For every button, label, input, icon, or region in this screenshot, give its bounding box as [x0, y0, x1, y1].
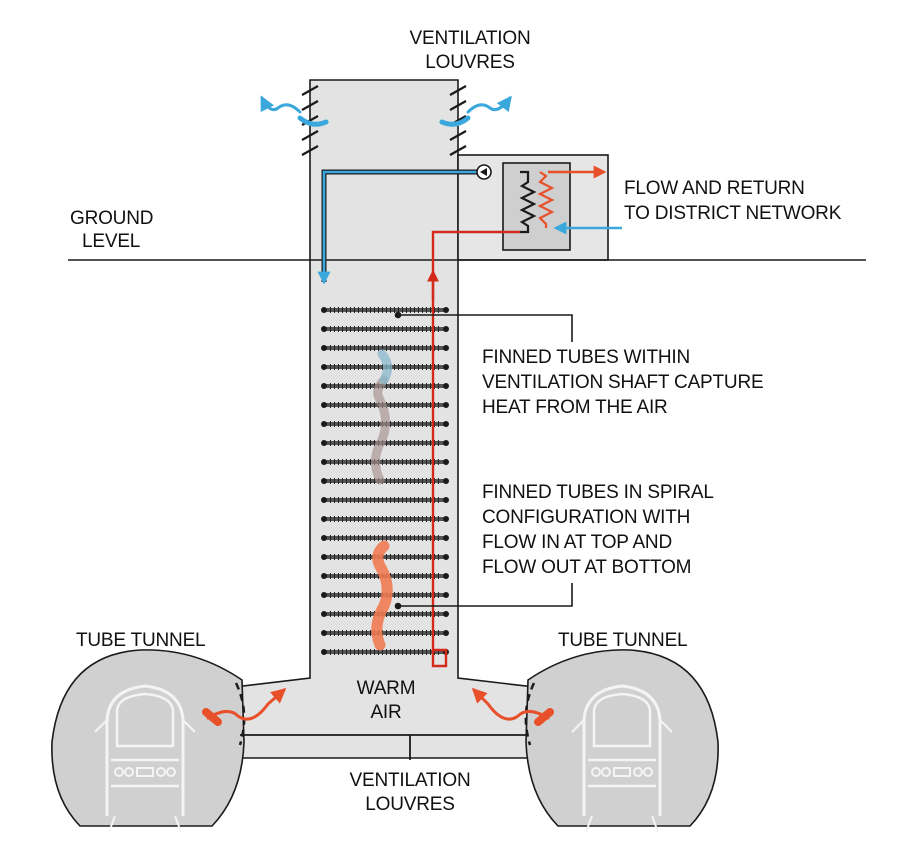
finned-tubes-shaft-label-1: FINNED TUBES WITHIN [482, 347, 690, 368]
flow-return-label-2: TO DISTRICT NETWORK [624, 203, 842, 224]
top-louvres-label-1: VENTILATION [410, 28, 531, 49]
finned-tube [321, 630, 449, 636]
tube-tunnel-right-label: TUBE TUNNEL [558, 630, 687, 651]
tube-tunnel-left-label: TUBE TUNNEL [76, 630, 205, 651]
labels: VENTILATION LOUVRES GROUND LEVEL FLOW AN… [70, 28, 842, 815]
ventilation-structure [209, 79, 609, 759]
warm-air-label-2: AIR [370, 702, 401, 723]
finned-tube [321, 383, 449, 389]
bottom-louvres-label-1: VENTILATION [350, 770, 471, 791]
finned-tubes-spiral-label-2: CONFIGURATION WITH [482, 507, 690, 528]
rising-air-arrows [371, 349, 393, 651]
finned-tube [321, 535, 449, 541]
finned-tube-rows [321, 307, 449, 655]
leader-lines [394, 311, 573, 610]
finned-tubes-spiral-label-1: FINNED TUBES IN SPIRAL [482, 482, 714, 503]
tunnel-warm-air-arrows [202, 687, 554, 726]
finned-tubes-shaft-label-2: VENTILATION SHAFT CAPTURE [482, 372, 763, 393]
tube-tunnel-left-shape [51, 649, 246, 834]
warm-air-label-1: WARM [357, 678, 416, 699]
finned-tubes-spiral-label-3: FLOW IN AT TOP AND [482, 532, 672, 553]
top-louvres-label-2: LOUVRES [425, 52, 514, 73]
bottom-louvres-label-2: LOUVRES [365, 794, 454, 815]
ground-level-label-2: LEVEL [82, 231, 140, 252]
finned-tubes-spiral-label-4: FLOW OUT AT BOTTOM [482, 557, 691, 578]
finned-tubes-shaft-label-3: HEAT FROM THE AIR [482, 397, 668, 418]
finned-tube [321, 497, 449, 503]
finned-tube [321, 459, 449, 465]
exhaust-air-arrows [260, 95, 512, 127]
bottom-louvres-line [240, 734, 528, 760]
finned-tube [321, 554, 449, 560]
heat-exchanger-icon [502, 162, 571, 251]
finned-tube [321, 345, 449, 351]
heat-exchanger-coils [519, 165, 622, 235]
tube-tunnel-right-shape [524, 649, 719, 834]
warm-return-pipe [431, 230, 520, 668]
finned-tube [321, 516, 449, 522]
finned-tube [321, 307, 449, 313]
pump-icon [476, 164, 492, 180]
finned-tube [321, 326, 449, 332]
finned-tube [321, 478, 449, 484]
ground-level-label-1: GROUND [70, 208, 153, 229]
flow-return-label-1: FLOW AND RETURN [624, 178, 805, 199]
